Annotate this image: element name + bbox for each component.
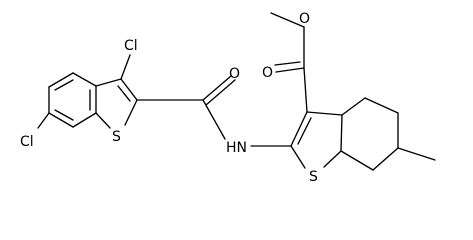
oxygen-label-amide: O xyxy=(229,66,240,82)
chlorine-label-left: Cl xyxy=(20,134,34,150)
chlorine-label-top: Cl xyxy=(124,38,138,54)
sulfur-label-left: S xyxy=(112,129,121,145)
atom-labels: Cl Cl S O HN S O O xyxy=(20,11,318,182)
bonds xyxy=(37,12,436,171)
oxygen-label-ester-ether: O xyxy=(299,11,310,27)
oxygen-label-ester-carbonyl: O xyxy=(262,65,273,81)
sulfur-label-right: S xyxy=(309,169,318,182)
chemical-structure-diagram: Cl Cl S O HN S O O xyxy=(20,11,436,182)
nitrogen-label: HN xyxy=(226,140,247,156)
